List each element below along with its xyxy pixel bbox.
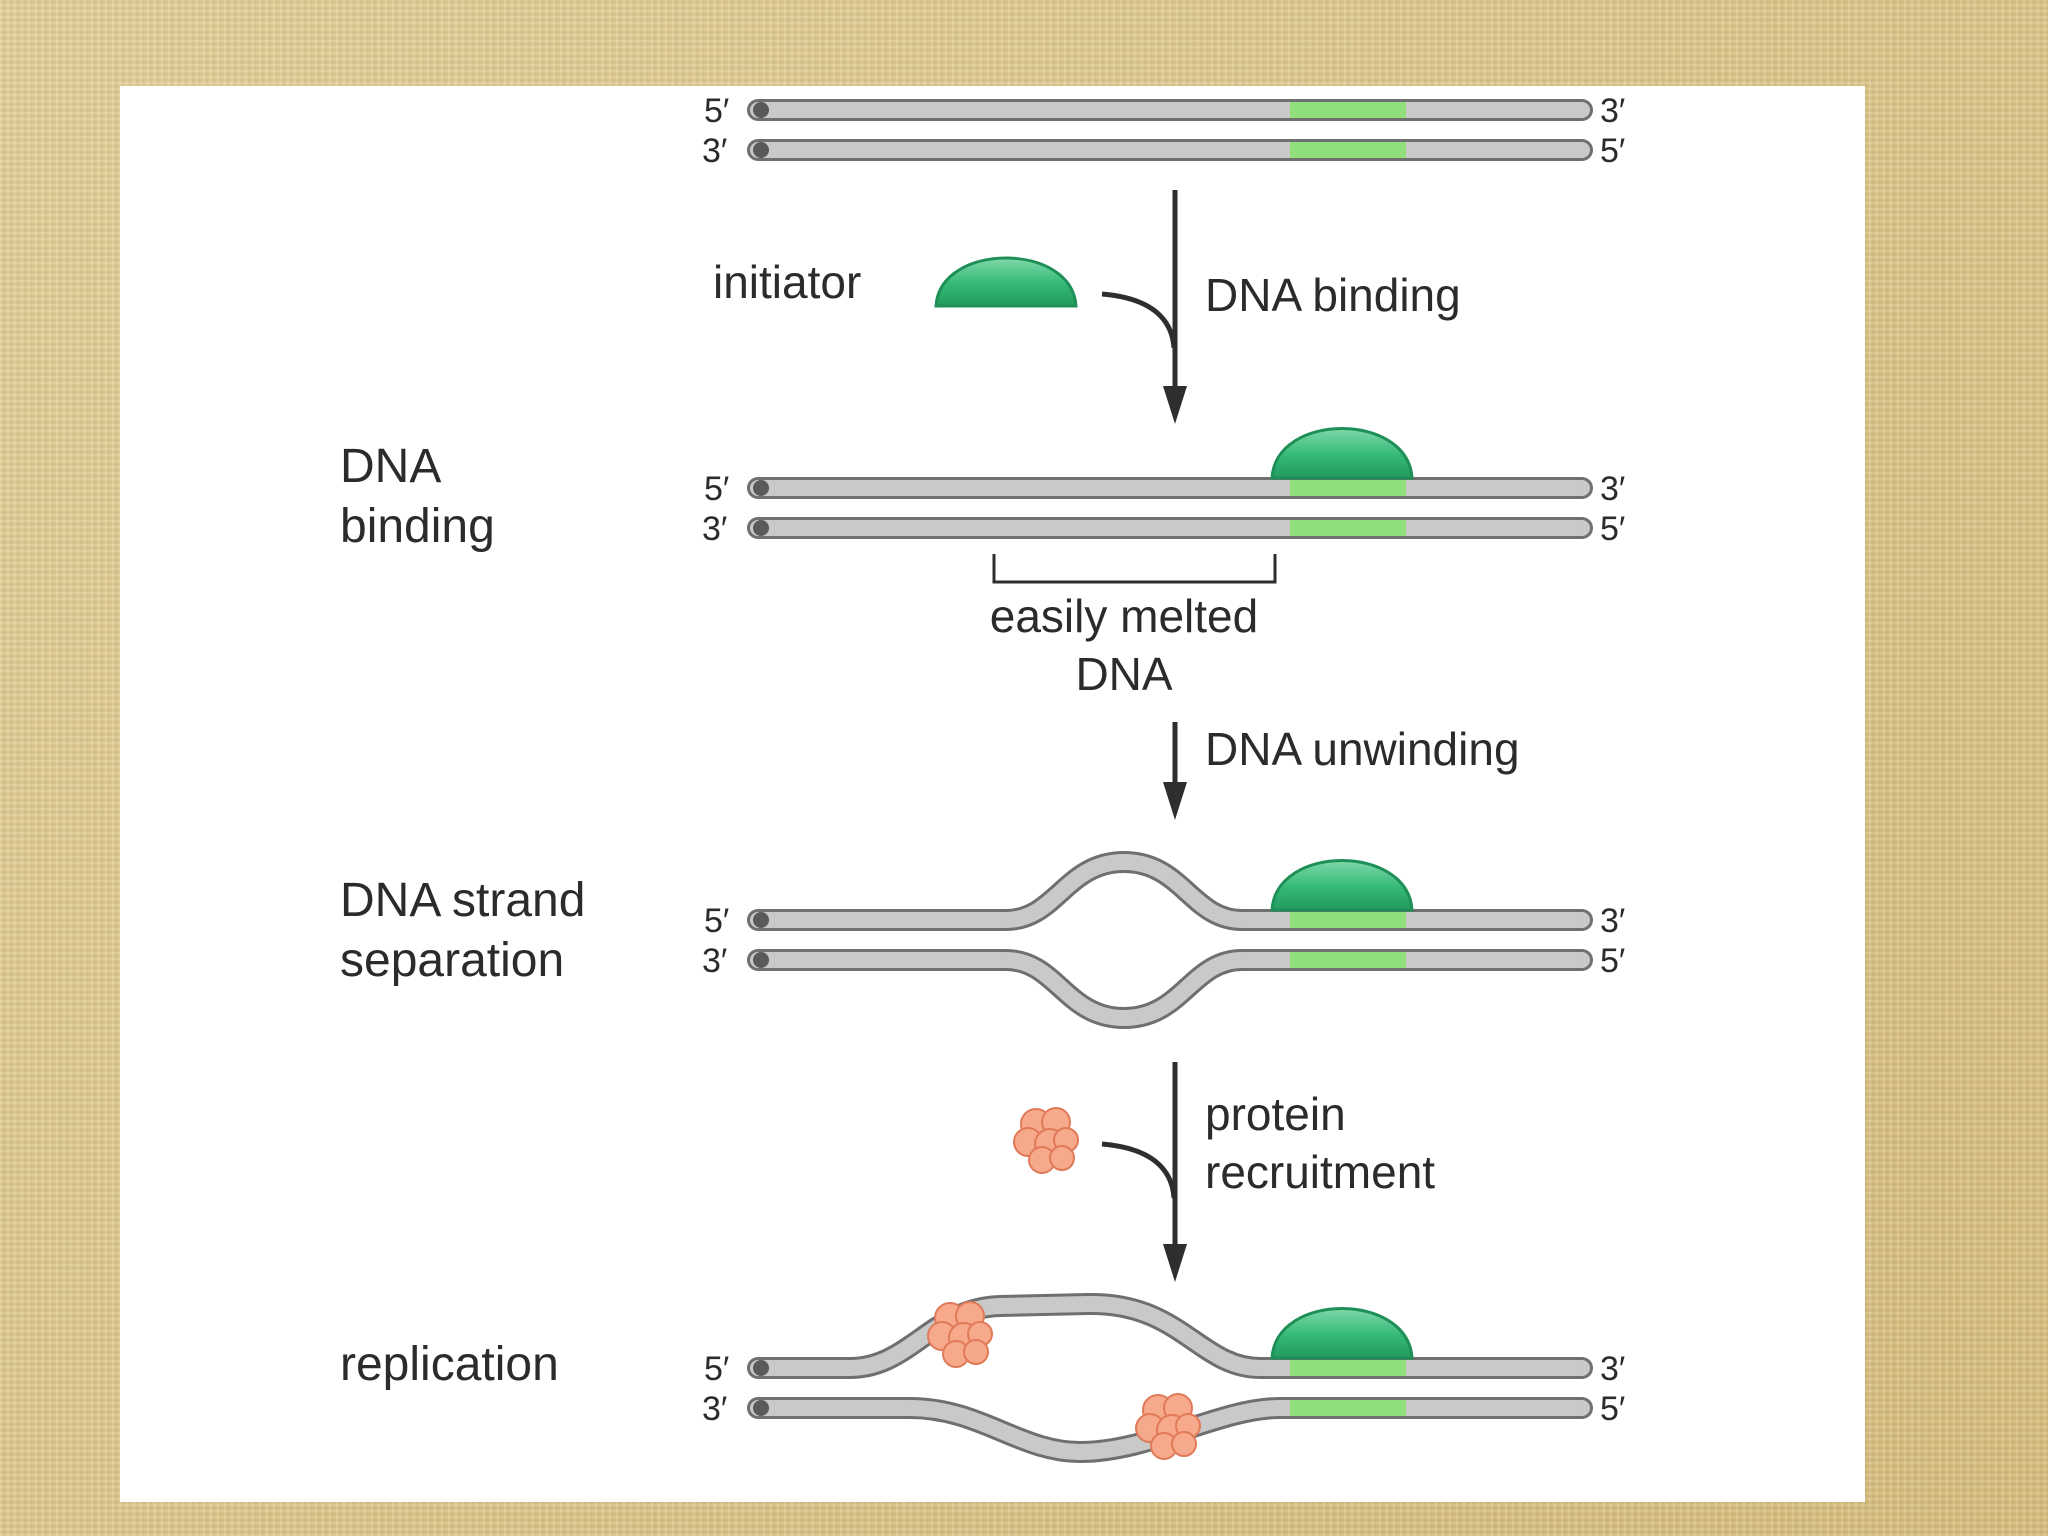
strand-end-3prime: 3′ xyxy=(1600,92,1625,130)
step-label-dna-unwinding: DNA unwinding xyxy=(1205,723,1520,775)
melted-region-bracket xyxy=(992,554,1277,584)
step-label-dna-binding: DNA binding xyxy=(1205,269,1461,321)
duplex-stage-2: 5′ 3′ 3′ 5′ xyxy=(702,427,1625,548)
dna-replication-initiation-diagram: 5′ 3′ 3′ 5′ initiator DNA binding DNA bi… xyxy=(340,92,1625,1464)
duplex-stage-3: 5′ 3′ 3′ 5′ xyxy=(702,850,1625,1030)
strand-end-3prime: 3′ xyxy=(1600,470,1625,508)
side-label-dna-binding: DNA xyxy=(340,440,441,493)
recruited-protein-icon xyxy=(1013,1107,1079,1174)
initiator-protein-icon xyxy=(934,256,1078,308)
initiator-protein-icon xyxy=(1270,859,1414,912)
strand-end-5prime: 5′ xyxy=(704,1350,729,1388)
step-label-protein-recruitment: protein xyxy=(1205,1088,1346,1140)
arrow-dna-binding xyxy=(1101,190,1187,424)
duplex-stage-4: 5′ 3′ 3′ 5′ xyxy=(702,1292,1625,1464)
strand-end-3prime: 3′ xyxy=(702,510,727,548)
strand-end-5prime: 5′ xyxy=(1600,132,1625,170)
strand-end-3prime: 3′ xyxy=(702,942,727,980)
side-label-replication: replication xyxy=(340,1338,559,1391)
arrow-dna-unwinding xyxy=(1163,722,1187,820)
top-strand xyxy=(747,99,1593,121)
initiator-protein-icon xyxy=(1270,1307,1414,1360)
figure-panel: 5′ 3′ 3′ 5′ initiator DNA binding DNA bi… xyxy=(120,86,1865,1502)
bottom-strand xyxy=(747,139,1593,161)
strand-end-5prime: 5′ xyxy=(704,902,729,940)
strand-end-3prime: 3′ xyxy=(702,132,727,170)
strand-end-3prime: 3′ xyxy=(1600,902,1625,940)
arrow-protein-recruitment xyxy=(1101,1062,1187,1282)
strand-end-3prime: 3′ xyxy=(702,1390,727,1428)
strand-end-5prime: 5′ xyxy=(1600,942,1625,980)
strand-end-5prime: 5′ xyxy=(1600,1390,1625,1428)
step-label-protein-recruitment: recruitment xyxy=(1205,1146,1435,1198)
easily-melted-label: DNA xyxy=(1075,648,1172,700)
side-label-dna-binding: binding xyxy=(340,500,495,553)
side-label-strand-separation: separation xyxy=(340,934,564,987)
strand-end-3prime: 3′ xyxy=(1600,1350,1625,1388)
initiator-label: initiator xyxy=(713,256,861,308)
strand-end-5prime: 5′ xyxy=(704,92,729,130)
easily-melted-label: easily melted xyxy=(990,590,1258,642)
strand-end-5prime: 5′ xyxy=(704,470,729,508)
side-label-strand-separation: DNA strand xyxy=(340,874,585,927)
replication-protein-icon xyxy=(927,1301,993,1368)
initiator-protein-icon xyxy=(1270,427,1414,480)
strand-end-5prime: 5′ xyxy=(1600,510,1625,548)
duplex-stage-1: 5′ 3′ 3′ 5′ xyxy=(702,92,1625,170)
